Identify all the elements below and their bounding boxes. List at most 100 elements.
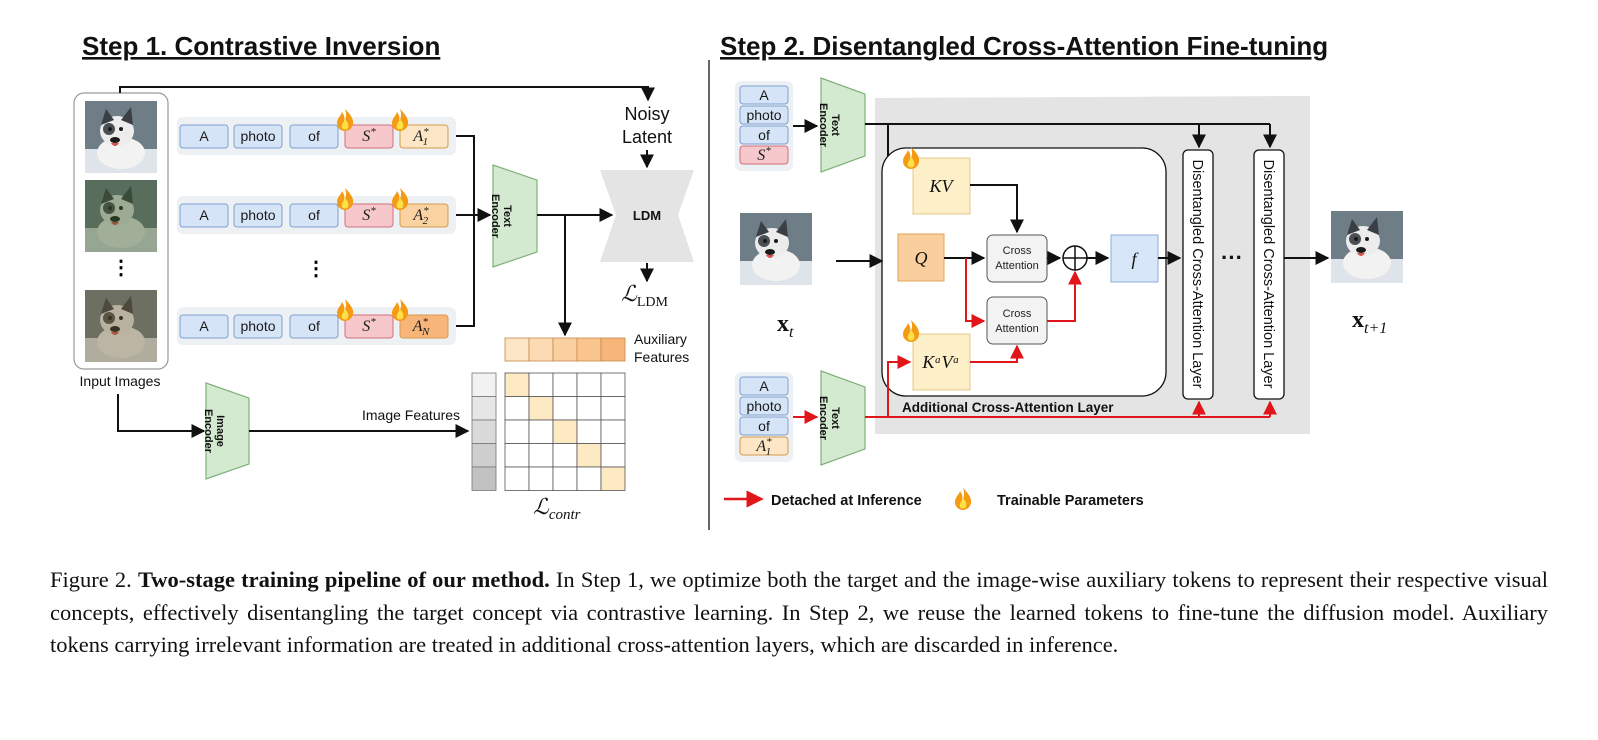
svg-text:A: A bbox=[199, 207, 209, 223]
word-token bbox=[233, 203, 283, 228]
aux-feature-cell bbox=[552, 337, 578, 362]
xt1-label: xt+1 bbox=[1352, 307, 1387, 337]
svg-text:TextEncoder: TextEncoder bbox=[817, 103, 841, 148]
kv-block bbox=[912, 157, 971, 215]
svg-text:TextEncoder: TextEncoder bbox=[489, 194, 513, 239]
disentangled-layer-1 bbox=[1182, 149, 1214, 400]
aux-token-label: A*N bbox=[412, 316, 430, 338]
word-token bbox=[179, 314, 229, 339]
similarity-cell bbox=[552, 396, 578, 421]
prompt-dots: ⋮ bbox=[306, 258, 326, 280]
svg-text:ImageEncoder: ImageEncoder bbox=[202, 409, 226, 454]
svg-text:S*: S* bbox=[362, 316, 376, 335]
svg-text:A: A bbox=[199, 128, 209, 144]
pipeline-figure: Step 1. Contrastive Inversion ⋮ Input Im… bbox=[73, 31, 1403, 530]
svg-text:f: f bbox=[1131, 249, 1139, 269]
cross-attention-block bbox=[986, 234, 1048, 283]
concept-token bbox=[739, 436, 789, 456]
caption-prefix: Figure 2. bbox=[50, 567, 132, 592]
word-token bbox=[179, 203, 229, 228]
similarity-cell bbox=[600, 443, 626, 468]
arrow-icon bbox=[887, 355, 912, 417]
ldm-block bbox=[600, 170, 694, 262]
fire-icon bbox=[392, 109, 409, 131]
svg-text:S*: S* bbox=[362, 205, 376, 224]
similarity-cell bbox=[504, 443, 530, 468]
similarity-cell bbox=[576, 419, 602, 444]
arrow-icon bbox=[965, 258, 986, 328]
word-token bbox=[289, 124, 339, 149]
svg-text:S*: S* bbox=[362, 126, 376, 145]
word-token bbox=[233, 124, 283, 149]
text-encoder-step2-top bbox=[820, 77, 866, 173]
word-token bbox=[289, 314, 339, 339]
target-token bbox=[344, 124, 394, 149]
target-token bbox=[344, 314, 394, 339]
aux-feature-cell bbox=[528, 337, 554, 362]
aux-feature-cell bbox=[600, 337, 626, 362]
similarity-cell bbox=[504, 396, 530, 421]
svg-text:Q: Q bbox=[915, 248, 928, 268]
similarity-cell bbox=[528, 443, 554, 468]
similarity-cell bbox=[600, 466, 626, 491]
svg-text:Disentangled Cross-Attention L: Disentangled Cross-Attention Layer bbox=[1189, 160, 1205, 389]
svg-text:of: of bbox=[758, 127, 770, 143]
svg-text:of: of bbox=[308, 318, 320, 334]
q-block bbox=[897, 233, 945, 282]
word-token bbox=[739, 105, 789, 125]
target-token bbox=[344, 203, 394, 228]
noisy-latent-label: Noisy bbox=[624, 104, 669, 124]
svg-text:of: of bbox=[308, 207, 320, 223]
similarity-cell bbox=[552, 372, 578, 397]
similarity-cell bbox=[528, 419, 554, 444]
word-token bbox=[739, 396, 789, 416]
dog-photo-icon bbox=[1331, 211, 1403, 283]
arrow-icon bbox=[970, 344, 1024, 363]
svg-text:photo: photo bbox=[240, 128, 275, 144]
word-token bbox=[233, 314, 283, 339]
text-encoder-step1 bbox=[492, 164, 538, 268]
aux-token-label: A*2 bbox=[412, 205, 429, 227]
loss-contr: ℒcontr bbox=[533, 494, 581, 523]
image-encoder bbox=[205, 382, 250, 480]
arrow-icon bbox=[119, 86, 655, 102]
image-feature-cell bbox=[471, 419, 497, 444]
image-feature-cell bbox=[471, 396, 497, 421]
similarity-cell bbox=[528, 372, 554, 397]
similarity-cell bbox=[552, 443, 578, 468]
oplus-icon bbox=[1062, 245, 1088, 271]
aux-token bbox=[399, 203, 449, 228]
dog-photo-icon bbox=[85, 101, 157, 173]
svg-text:KᵃVᵃ: KᵃVᵃ bbox=[921, 352, 959, 372]
kava-block bbox=[912, 333, 971, 391]
figure-caption: Figure 2. Two-stage training pipeline of… bbox=[50, 564, 1548, 662]
svg-text:TextEncoder: TextEncoder bbox=[817, 396, 841, 441]
word-token bbox=[289, 203, 339, 228]
fire-icon bbox=[392, 188, 409, 210]
arrow-icon bbox=[1047, 270, 1082, 322]
fire-icon bbox=[392, 299, 409, 321]
svg-text:A*1: A*1 bbox=[755, 436, 772, 458]
fire-icon bbox=[337, 109, 354, 131]
detached-legend-label: Detached at Inference bbox=[771, 493, 922, 509]
image-rows-dots: ⋮ bbox=[111, 257, 131, 279]
word-token bbox=[739, 376, 789, 396]
trainable-legend-label: Trainable Parameters bbox=[997, 493, 1144, 509]
image-feature-cell bbox=[471, 372, 497, 397]
arrow-icon bbox=[117, 394, 206, 438]
word-token bbox=[739, 416, 789, 436]
image-features-label: Image Features bbox=[362, 407, 460, 423]
aux-token-label: A*1 bbox=[412, 126, 429, 148]
layers-ellipsis: ··· bbox=[1221, 245, 1243, 270]
similarity-cell bbox=[504, 419, 530, 444]
concept-token bbox=[739, 145, 789, 165]
cross-attention-block bbox=[986, 296, 1048, 345]
fire-icon bbox=[955, 488, 972, 510]
image-feature-cell bbox=[471, 466, 497, 491]
additional-layer-label: Additional Cross-Attention Layer bbox=[902, 400, 1114, 415]
